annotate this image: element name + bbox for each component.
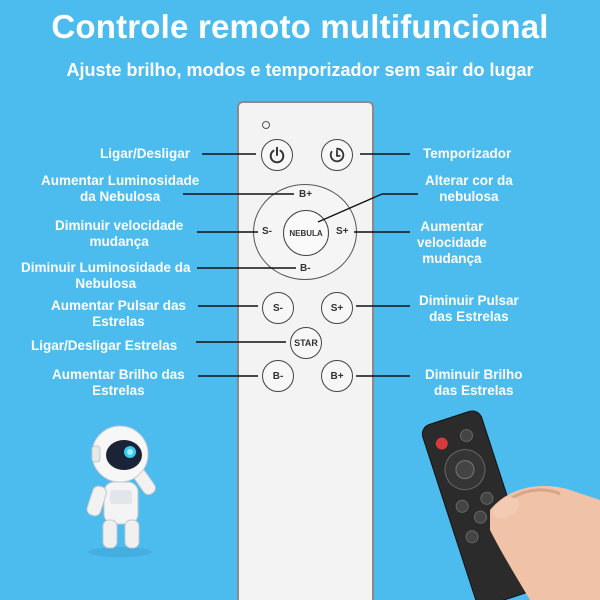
stars-toggle-button[interactable]: STAR <box>290 327 322 359</box>
label-line: das Estrelas <box>429 309 509 324</box>
hand-holding-remote-image <box>421 410 600 600</box>
label-speed-down: Diminuir velocidade mudança <box>55 218 183 250</box>
timer-icon <box>329 147 345 163</box>
label-star-brightness-up: Aumentar Brilho das Estrelas <box>52 367 185 399</box>
power-icon <box>269 146 285 164</box>
speed-up-button[interactable]: S+ <box>336 226 349 237</box>
label-star-brightness-down: Diminuir Brilho das Estrelas <box>425 367 523 399</box>
label-line: mudança <box>89 234 149 249</box>
label-power: Ligar/Desligar <box>100 146 191 161</box>
speed-down-button[interactable]: S- <box>262 226 272 237</box>
label-speed-up: Aumentar velocidade mudança <box>417 219 487 267</box>
label-line: Diminuir Pulsar <box>419 293 519 308</box>
astronaut-projector-image <box>86 425 156 557</box>
label-timer: Temporizador <box>423 146 512 161</box>
label-line: Diminuir Luminosidade da <box>21 260 191 275</box>
label-line: Aumentar <box>420 219 484 234</box>
label-nebula-brightness-down: Diminuir Luminosidade da Nebulosa <box>21 260 191 292</box>
nebula-brightness-down-button[interactable]: B- <box>300 263 311 274</box>
star-brightness-up-button[interactable]: B- <box>262 360 294 392</box>
label-line: velocidade <box>417 235 487 250</box>
label-line: Diminuir velocidade <box>55 218 184 233</box>
label-line: Estrelas <box>92 383 145 398</box>
label-line: mudança <box>422 251 482 266</box>
nebula-brightness-up-button[interactable]: B+ <box>299 189 313 200</box>
label-line: Alterar cor da <box>425 173 513 188</box>
nebula-color-button[interactable]: NEBULA <box>283 210 329 256</box>
label-stars-toggle: Ligar/Desligar Estrelas <box>31 338 178 353</box>
page-subtitle: Ajuste brilho, modos e temporizador sem … <box>66 60 534 80</box>
pulse-up-button[interactable]: S- <box>262 292 294 324</box>
led-indicator <box>262 121 270 129</box>
label-line: Nebulosa <box>75 276 137 291</box>
label-line: das Estrelas <box>433 383 514 398</box>
label-pulse-down: Diminuir Pulsar das Estrelas <box>419 293 519 325</box>
pulse-down-button[interactable]: S+ <box>321 292 353 324</box>
star-brightness-down-button[interactable]: B+ <box>321 360 353 392</box>
page-title: Controle remoto multifuncional <box>51 8 549 45</box>
label-line: Diminuir Brilho <box>425 367 523 382</box>
label-line: Aumentar Luminosidade <box>41 173 200 188</box>
label-line: da Nebulosa <box>80 189 161 204</box>
label-line: nebulosa <box>439 189 499 204</box>
power-button[interactable] <box>261 139 293 171</box>
label-pulse-up: Aumentar Pulsar das Estrelas <box>51 298 186 330</box>
label-line: Aumentar Pulsar das <box>51 298 187 313</box>
label-line: Estrelas <box>92 314 145 329</box>
label-line: Aumentar Brilho das <box>52 367 185 382</box>
timer-button[interactable] <box>321 139 353 171</box>
label-nebula-brightness-up: Aumentar Luminosidade da Nebulosa <box>41 173 199 205</box>
label-nebula-color: Alterar cor da nebulosa <box>425 173 513 205</box>
